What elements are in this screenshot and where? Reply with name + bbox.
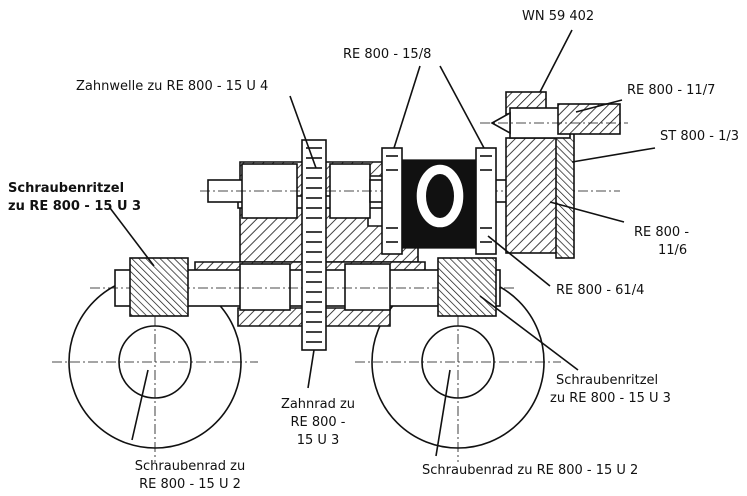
label-st-800-1-3: ST 800 - 1/3 <box>660 129 739 144</box>
worm-pinion-left <box>129 257 189 317</box>
leader-lines <box>109 29 656 457</box>
label-schraubenrad-left-line1: Schraubenrad zu <box>135 459 245 474</box>
label-schraubenritzel-right-line1: Schraubenritzel <box>556 373 658 388</box>
spur-gear <box>301 139 327 351</box>
label-re-800-15-8: RE 800 - 15/8 <box>343 47 431 62</box>
label-zahnrad-line3: 15 U 3 <box>297 433 340 448</box>
label-wn-59402: WN 59 402 <box>522 9 594 24</box>
label-re-800-11-7: RE 800 - 11/7 <box>627 83 715 98</box>
label-re-800-61-4: RE 800 - 61/4 <box>556 283 644 298</box>
label-schraubenrad-right: Schraubenrad zu RE 800 - 15 U 2 <box>422 463 638 478</box>
label-zahnwelle: Zahnwelle zu RE 800 - 15 U 4 <box>76 79 268 94</box>
label-re-800-11-6-line1: RE 800 - <box>634 225 689 240</box>
label-zahnrad-line2: RE 800 - <box>290 415 345 430</box>
worm-pinion-right <box>437 257 497 317</box>
label-re-800-11-6-line2: 11/6 <box>658 243 687 258</box>
label-schraubenrad-left-line2: RE 800 - 15 U 2 <box>139 477 241 492</box>
label-schraubenritzel-left-line1: Schraubenritzel <box>8 181 124 196</box>
worm-wheel-left <box>52 262 258 462</box>
worm-wheel-right <box>355 262 561 462</box>
coupling <box>381 147 497 255</box>
bearing-block <box>480 91 628 259</box>
label-schraubenritzel-left-line2: zu RE 800 - 15 U 3 <box>8 199 141 214</box>
label-zahnrad-line1: Zahnrad zu <box>281 397 355 412</box>
label-schraubenritzel-right-line2: zu RE 800 - 15 U 3 <box>550 391 671 406</box>
